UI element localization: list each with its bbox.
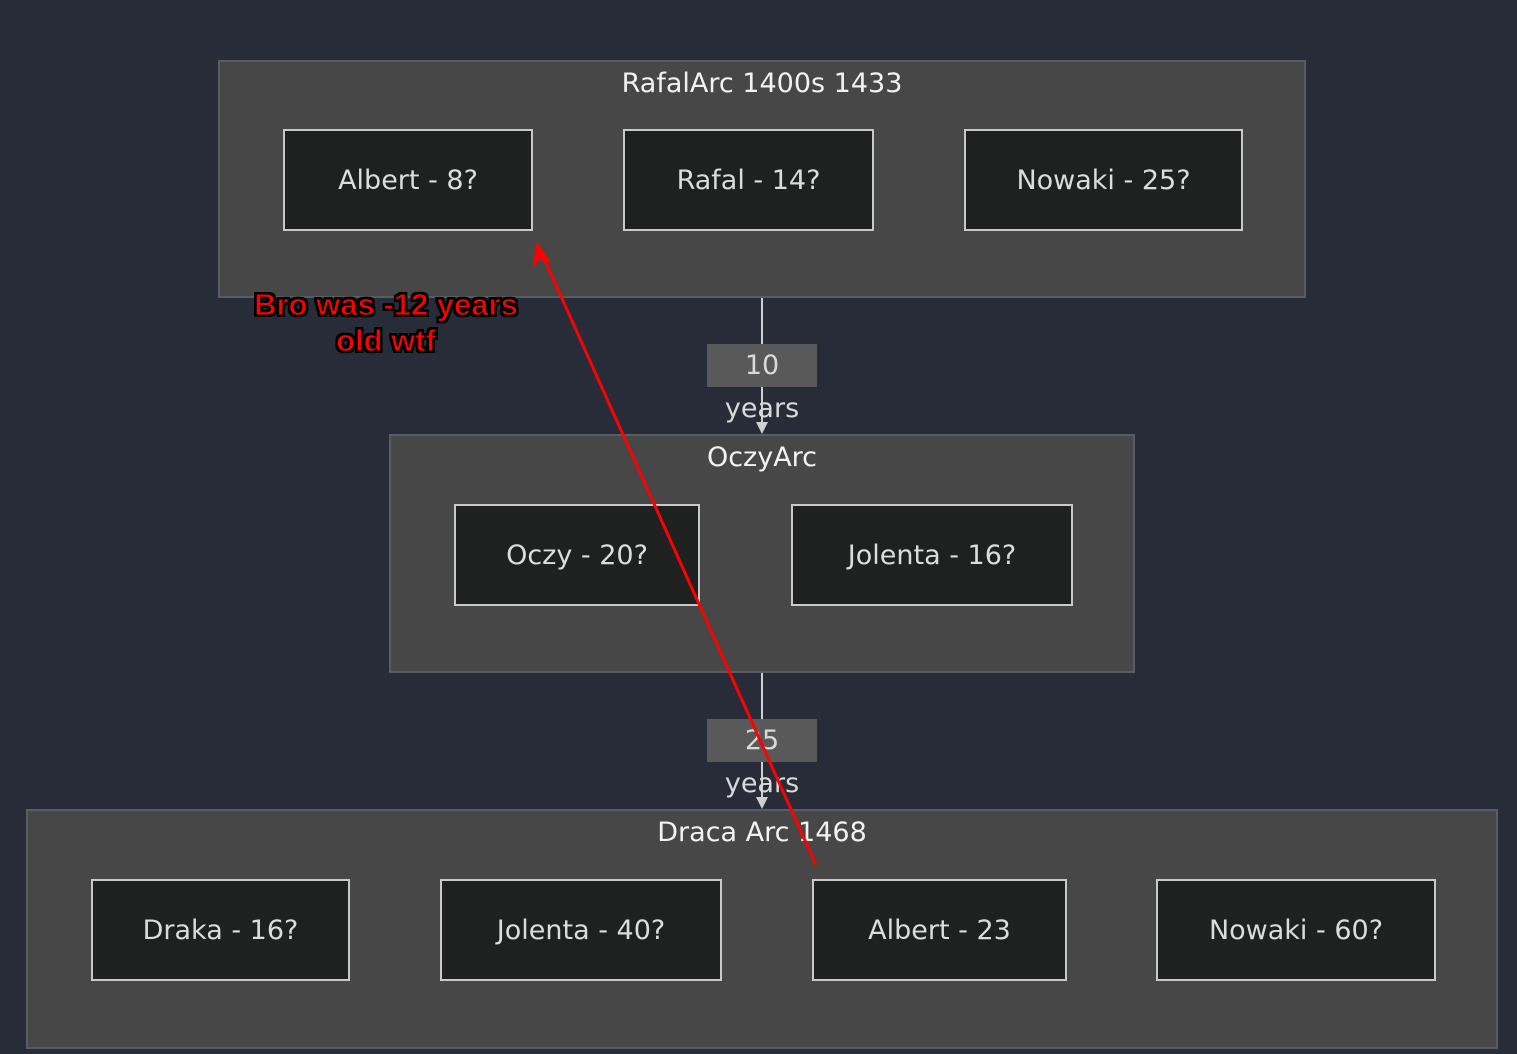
node-rafal-14[interactable]: Rafal - 14? — [623, 129, 874, 231]
annotation-text-line-1: Bro was -12 years — [254, 287, 519, 323]
group-title-oczy-arc: OczyArc — [706, 442, 818, 473]
group-oczy-arc: OczyArc Oczy - 20? Jolenta - 16? — [389, 434, 1135, 673]
group-draca-arc: Draca Arc 1468 Draka - 16? Jolenta - 40?… — [26, 809, 1498, 1049]
edge-label-10-years: 10 years — [707, 344, 817, 424]
group-rafal-arc: RafalArc 1400s 1433 Albert - 8? Rafal - … — [218, 60, 1306, 298]
annotation-text: Bro was -12 years old wtf — [236, 287, 536, 359]
annotation-text-line-2: old wtf — [336, 323, 437, 359]
group-title-rafal-arc: RafalArc 1400s 1433 — [621, 68, 903, 99]
node-draka-16[interactable]: Draka - 16? — [91, 879, 350, 981]
node-nowaki-25[interactable]: Nowaki - 25? — [964, 129, 1243, 231]
group-title-draca-arc: Draca Arc 1468 — [657, 817, 867, 848]
node-jolenta-40[interactable]: Jolenta - 40? — [440, 879, 722, 981]
node-oczy-20[interactable]: Oczy - 20? — [454, 504, 700, 606]
node-albert-8[interactable]: Albert - 8? — [283, 129, 533, 231]
node-albert-23[interactable]: Albert - 23 — [812, 879, 1067, 981]
node-nowaki-60[interactable]: Nowaki - 60? — [1156, 879, 1436, 981]
node-jolenta-16[interactable]: Jolenta - 16? — [791, 504, 1073, 606]
edge-label-25-years: 25 years — [707, 719, 817, 799]
